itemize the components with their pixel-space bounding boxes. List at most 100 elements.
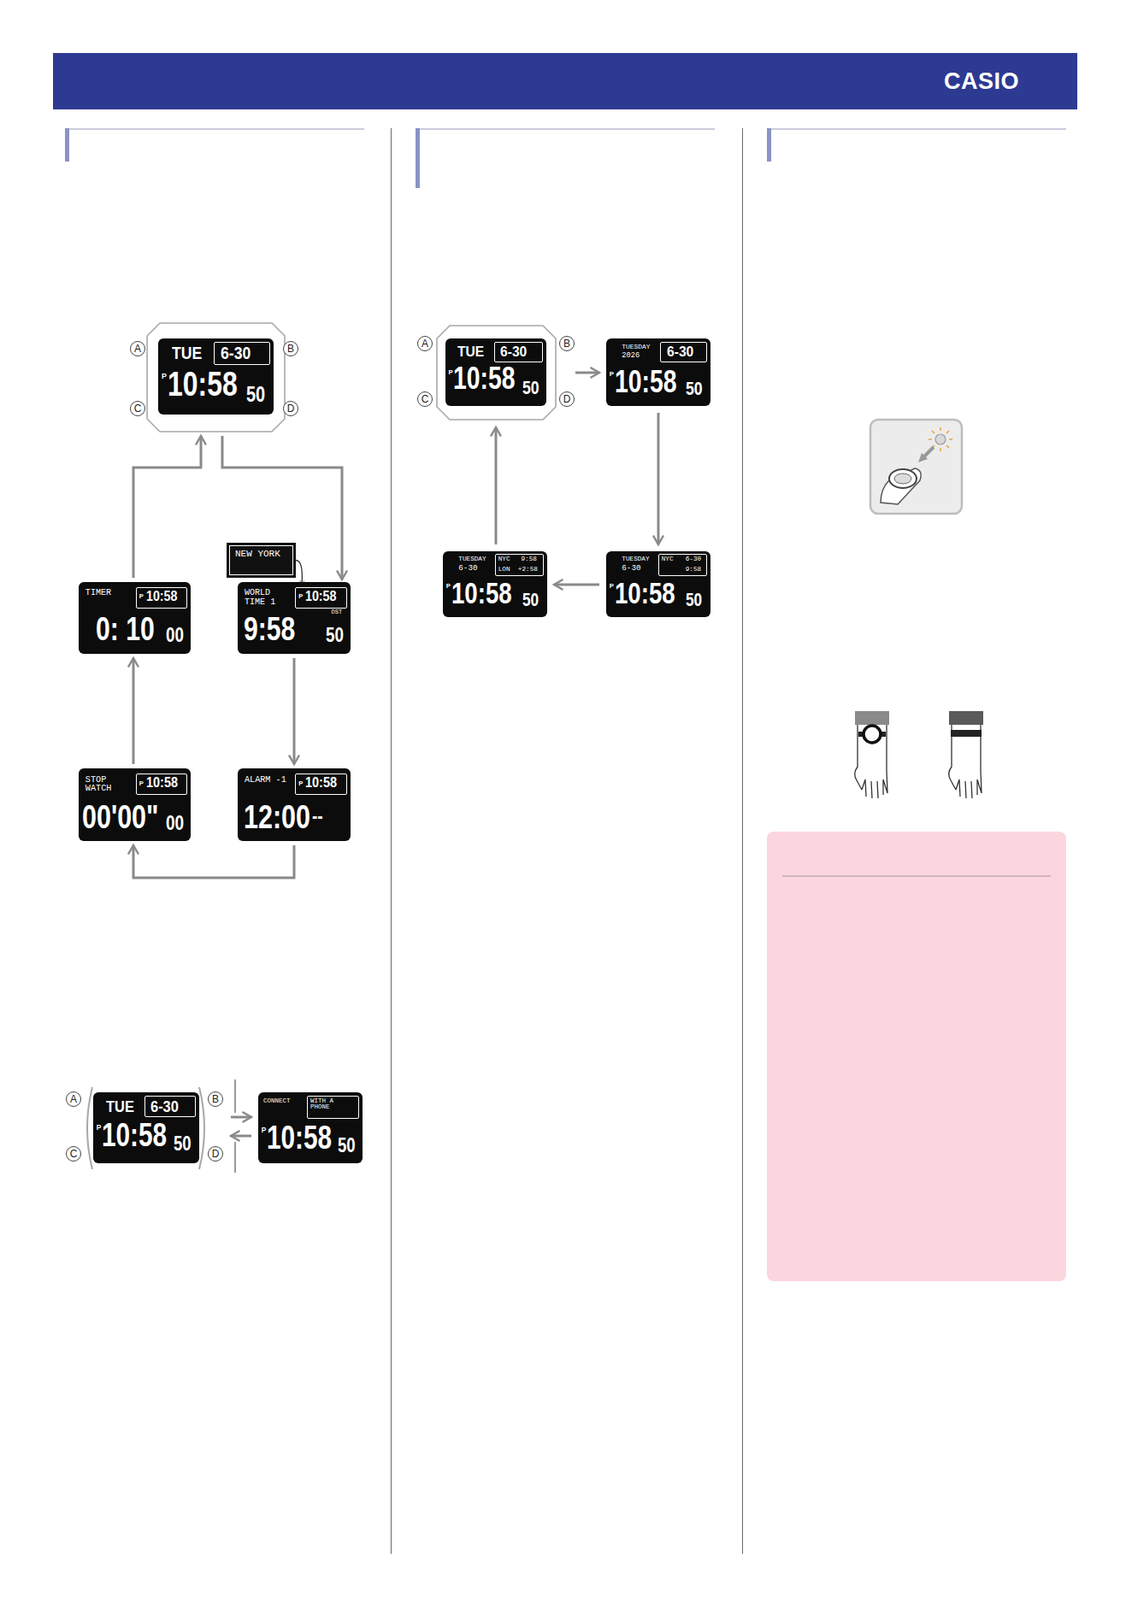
- light-sensor-icon: [923, 447, 934, 458]
- mode-screen: TIMERP10:580: 1000: [78, 582, 191, 655]
- note-panel: [782, 875, 1051, 878]
- flow-arrow: [575, 371, 600, 375]
- flow-arrow: [230, 1135, 252, 1138]
- wrist-illustration: [854, 711, 984, 799]
- lcd-text: TUESDAY: [621, 555, 649, 563]
- wrist-illustration: [949, 725, 982, 799]
- lcd-screen: TUE6-30P10:5850: [158, 338, 274, 415]
- light-sensor-icon: [894, 473, 912, 484]
- watch-display: TUE 6-30P10:58 50: [82, 1085, 210, 1172]
- section-heading-marker: [766, 128, 772, 162]
- display-screen: TUESDAY6-30NYC9:58LON+2:58P10:5850: [442, 551, 548, 618]
- lcd-text: ALARM -1: [244, 776, 295, 786]
- wrist-illustration: [863, 725, 881, 743]
- lcd-text: 10:58: [614, 577, 676, 610]
- flow-arrow: [495, 427, 498, 545]
- lcd-text: --: [312, 805, 324, 827]
- light-sensor-icon: [870, 419, 962, 514]
- button-letter: C: [65, 1146, 82, 1162]
- lcd-text: 50: [685, 378, 703, 399]
- lcd-screen: TUE 6-30P10:58 50: [93, 1092, 200, 1164]
- lcd-text: 10:58: [451, 577, 513, 610]
- button-letter: B: [559, 336, 575, 352]
- lcd-text: TUESDAY: [458, 555, 486, 563]
- lcd-text: 50: [246, 383, 266, 406]
- watch-case: [147, 323, 285, 432]
- lcd-text: 6-30: [666, 343, 694, 360]
- lcd-text: 50: [522, 590, 539, 611]
- lcd-text: 6-30: [500, 343, 527, 360]
- lcd-text: 00'00": [82, 799, 160, 835]
- lcd-text: P: [96, 1124, 102, 1132]
- wrist-illustration: [854, 725, 888, 799]
- wrist-illustration: [949, 711, 984, 726]
- lcd-text: P: [298, 780, 303, 788]
- pointer-line: [234, 1079, 236, 1114]
- brand-logo: CASIO: [943, 68, 1020, 95]
- lcd-text: 10:58: [167, 365, 238, 403]
- watch-display: TUE6-30P10:5850: [146, 322, 286, 433]
- lcd-text: TUE: [106, 1098, 135, 1115]
- button-letter: D: [559, 391, 575, 407]
- lcd-text: 6-30: [150, 1098, 179, 1115]
- flow-arrow: [657, 412, 661, 545]
- lcd-text: 10:58: [101, 1118, 167, 1153]
- column-divider: [391, 128, 743, 1555]
- lcd-text: P: [448, 369, 454, 377]
- lcd-text: CONNECT: [263, 1098, 290, 1106]
- flow-arrow: [133, 436, 201, 578]
- section-heading-marker: [64, 128, 1067, 189]
- flow-arrow: [230, 1116, 252, 1120]
- note-panel: [766, 831, 1067, 1282]
- section-heading-marker: [64, 128, 365, 130]
- button-letter: D: [283, 400, 299, 417]
- lcd-text: 50: [173, 1133, 192, 1155]
- note-panel: [766, 831, 1067, 1282]
- watch-case: [87, 1087, 205, 1170]
- flow-arrow: [554, 583, 600, 587]
- lcd-text: 50: [522, 377, 540, 398]
- lcd-text: P: [609, 371, 614, 378]
- column-divider: [742, 128, 743, 1555]
- light-sensor-icon: [880, 468, 921, 505]
- lcd-text: 9:58: [243, 612, 295, 648]
- lcd-text: 9:58: [521, 555, 537, 563]
- button-letter: C: [129, 400, 146, 417]
- pointer-line: [234, 1142, 236, 1174]
- mode-screen: ALARM -1P10:5812:00--: [237, 768, 351, 842]
- lcd-text: 6-30: [621, 564, 641, 573]
- lcd-text: 50: [685, 590, 702, 611]
- light-sensor-icon: [889, 469, 917, 489]
- button-letter: C: [417, 391, 433, 407]
- lcd-text: 50: [325, 624, 344, 647]
- flow-arrow: [222, 436, 342, 580]
- light-sensor-icon: [918, 453, 928, 463]
- lcd-text: 0: 10: [95, 612, 155, 648]
- header-bar: [53, 53, 1078, 110]
- lcd-text: P: [261, 1126, 267, 1135]
- leader-arrow: [295, 560, 302, 586]
- lcd-text: DST: [331, 609, 343, 616]
- lcd-text: 10:58: [266, 1120, 332, 1156]
- lcd-text: NYC: [498, 555, 511, 563]
- lcd-text: P: [298, 593, 303, 601]
- lcd-text: P: [609, 583, 614, 590]
- mode-screen: STOP WATCHP10:5800'00"00: [78, 768, 191, 842]
- city-name: NEW YORK: [235, 549, 281, 561]
- lcd-text: P: [161, 372, 167, 381]
- lcd-text: TUE: [171, 344, 202, 363]
- lcd-text: 10:58: [146, 589, 177, 605]
- lcd-text: 10:58: [614, 365, 677, 399]
- button-letter: D: [207, 1146, 224, 1162]
- lcd-text: 00: [165, 812, 184, 834]
- button-letter: A: [417, 336, 433, 352]
- pointer-line: [235, 1079, 236, 1174]
- lcd-text: 50: [337, 1135, 356, 1156]
- lcd-text: LON: [498, 566, 511, 573]
- lcd-text: P: [446, 583, 451, 590]
- button-letter: A: [129, 341, 146, 357]
- light-sensor-icon: [935, 434, 946, 445]
- lcd-text: 6-30: [458, 564, 478, 573]
- flow-arrow: [293, 658, 296, 765]
